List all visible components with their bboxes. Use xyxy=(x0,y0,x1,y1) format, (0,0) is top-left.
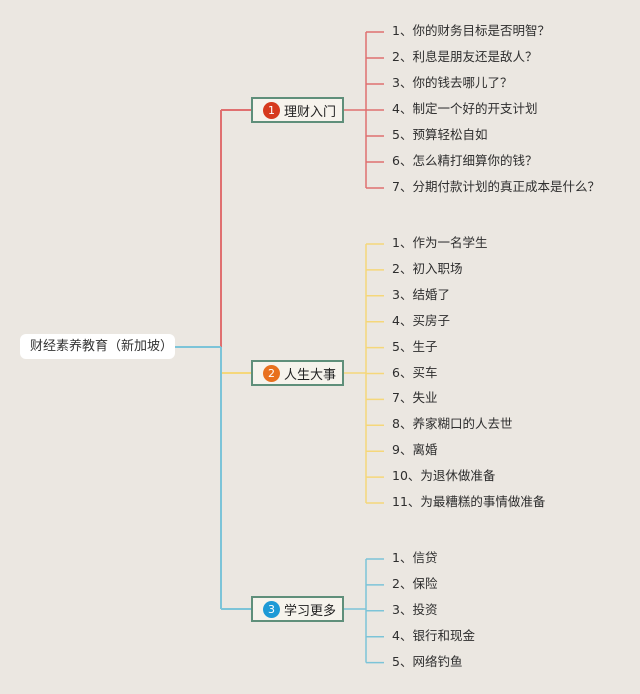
branch-node-2[interactable]: 2 人生大事 xyxy=(251,360,344,386)
leaf-item[interactable]: 8、养家糊口的人去世 xyxy=(392,416,513,432)
branch-node-3[interactable]: 3 学习更多 xyxy=(251,596,344,622)
leaf-item[interactable]: 3、投资 xyxy=(392,601,438,617)
leaf-item[interactable]: 1、作为一名学生 xyxy=(392,235,488,250)
leaf-item[interactable]: 1、信贷 xyxy=(392,550,438,565)
leaf-item[interactable]: 10、为退休做准备 xyxy=(392,468,496,484)
leaf-item[interactable]: 3、你的钱去哪儿了？ xyxy=(392,75,513,90)
leaf-item[interactable]: 5、生子 xyxy=(392,338,438,354)
root-node[interactable]: 财经素养教育（新加坡） xyxy=(20,334,175,359)
branch-node-1[interactable]: 1 理财入门 xyxy=(251,97,344,123)
leaf-item[interactable]: 7、失业 xyxy=(392,390,438,406)
number-badge-icon: 3 xyxy=(263,600,280,618)
leaf-item[interactable]: 4、买房子 xyxy=(392,312,450,328)
leaf-item[interactable]: 5、网络钓鱼 xyxy=(392,653,463,669)
leaf-item[interactable]: 9、离婚 xyxy=(392,442,438,458)
root-label: 财经素养教育（新加坡） xyxy=(30,339,174,354)
leaf-item[interactable]: 1、你的财务目标是否明智？ xyxy=(392,23,550,38)
leaf-item[interactable]: 5、预算轻松自如 xyxy=(392,127,488,142)
leaf-item[interactable]: 2、利息是朋友还是敌人？ xyxy=(392,49,538,64)
branch-label: 人生大事 xyxy=(284,367,337,383)
leaf-item[interactable]: 3、结婚了 xyxy=(392,286,450,302)
leaf-item[interactable]: 2、保险 xyxy=(392,575,438,591)
leaf-item[interactable]: 6、买车 xyxy=(392,364,438,380)
number-badge-icon: 2 xyxy=(263,364,280,382)
leaf-item[interactable]: 4、制定一个好的开支计划 xyxy=(392,101,538,116)
branch-label: 理财入门 xyxy=(284,104,337,120)
leaf-item[interactable]: 7、分期付款计划的真正成本是什么？ xyxy=(392,179,600,194)
leaf-item[interactable]: 2、初入职场 xyxy=(392,260,463,276)
leaf-item[interactable]: 11、为最糟糕的事情做准备 xyxy=(392,494,546,509)
leaf-item[interactable]: 4、银行和现金 xyxy=(392,627,475,643)
branch-label: 学习更多 xyxy=(284,603,337,619)
number-badge-icon: 1 xyxy=(263,101,280,119)
leaf-item[interactable]: 6、怎么精打细算你的钱？ xyxy=(392,153,538,168)
